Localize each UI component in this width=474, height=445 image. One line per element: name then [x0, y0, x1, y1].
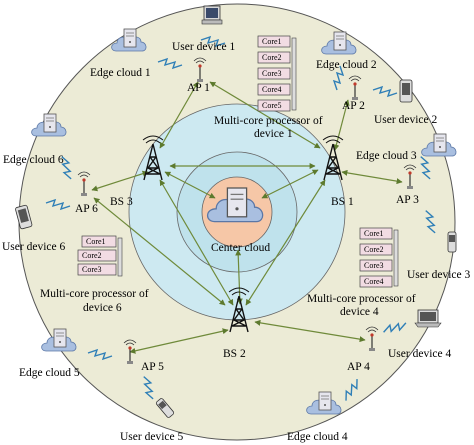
core-label: Core3 — [364, 261, 384, 270]
user-device-1-icon — [201, 5, 223, 25]
user-device-4-icon — [414, 309, 442, 328]
core-label: Core1 — [364, 229, 384, 238]
processor-4-caption-line2: device 4 — [340, 306, 379, 318]
processor-device-1: Core1 Core2 Core3 Core4 Core5 Multi-core… — [214, 35, 323, 140]
core-label: Core4 — [262, 85, 282, 94]
user-device-5-icon — [155, 398, 175, 418]
edge-cloud-6-label: Edge cloud 6 — [3, 154, 64, 166]
ap-3-label: AP 3 — [396, 194, 419, 206]
ap-2-label: AP 2 — [342, 100, 365, 112]
user-device-4-label: User device 4 — [388, 348, 451, 360]
processor-6-caption-line2: device 6 — [83, 302, 122, 314]
edge-cloud-1-label: Edge cloud 1 — [90, 67, 151, 79]
processor-device-4: Core1 Core2 Core3 Core4 Multi-core proce… — [307, 227, 416, 318]
core-label: Core3 — [82, 265, 102, 274]
bs-3-label: BS 3 — [110, 196, 133, 208]
core-label: Core3 — [262, 69, 282, 78]
ap-4-label: AP 4 — [347, 361, 370, 373]
core-label: Core4 — [364, 277, 384, 286]
user-device-2-icon — [399, 79, 413, 103]
ap-5-label: AP 5 — [141, 361, 164, 373]
processor-6-caption-line1: Multi-core processor of — [40, 288, 149, 300]
core-box — [257, 35, 291, 48]
access-links — [91, 81, 403, 354]
user-device-5-label: User device 5 — [120, 431, 183, 443]
processor-1-caption-line1: Multi-core processor of — [214, 115, 323, 127]
processor-device-6: Core1 Core2 Core3 Multi-core processor o… — [40, 235, 149, 314]
user-device-6-icon — [15, 204, 33, 230]
bs-2-label: BS 2 — [223, 348, 246, 360]
core-label: Core1 — [262, 37, 282, 46]
core-label: Core1 — [86, 237, 106, 246]
user-device-6-label: User device 6 — [2, 241, 65, 253]
user-device-3-icon — [447, 231, 457, 253]
edge-cloud-3-label: Edge cloud 3 — [356, 150, 417, 162]
center-cloud-label: Center cloud — [211, 242, 270, 254]
processor-4-caption-line1: Multi-core processor of — [307, 293, 416, 305]
user-device-3-label: User device 3 — [407, 269, 470, 281]
edge-cloud-5-label: Edge cloud 5 — [19, 367, 80, 379]
edge-cloud-4-label: Edge cloud 4 — [287, 431, 348, 443]
bs-1-label: BS 1 — [331, 196, 354, 208]
core-label: Core2 — [262, 53, 282, 62]
user-device-2-label: User device 2 — [374, 114, 437, 126]
edge-cloud-2-label: Edge cloud 2 — [316, 59, 377, 71]
core-label: Core2 — [82, 251, 102, 260]
ap-6-label: AP 6 — [75, 203, 98, 215]
ap-1-label: AP 1 — [187, 82, 210, 94]
user-device-1-label: User device 1 — [172, 41, 235, 53]
processor-1-caption-line2: device 1 — [254, 128, 293, 140]
core-label: Core5 — [262, 101, 282, 110]
core-label: Core2 — [364, 245, 384, 254]
